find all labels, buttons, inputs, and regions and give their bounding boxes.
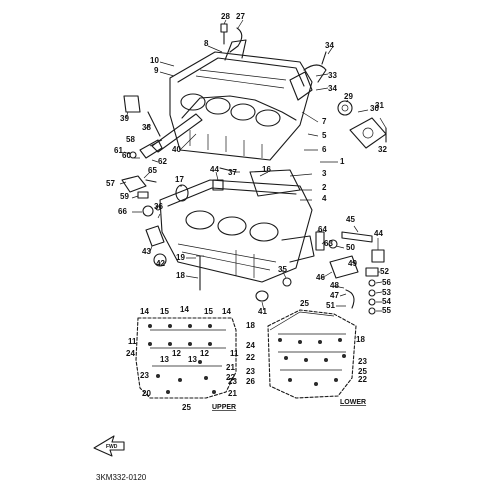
callout-number: 30 (370, 104, 379, 113)
front-direction-arrow: FWD (93, 435, 125, 457)
callout-number: 18 (246, 321, 255, 330)
callout-number: 4 (322, 194, 327, 203)
callout-number: 36 (154, 202, 163, 211)
callout-number: 23 (246, 367, 255, 376)
callout-number: 37 (228, 168, 237, 177)
callout-number: 47 (330, 291, 339, 300)
callout-number: 24 (246, 341, 255, 350)
upper-bolt-pattern (135, 317, 237, 399)
callout-number: 13 (160, 355, 169, 364)
callout-number: 18 (356, 335, 365, 344)
callout-number: 18 (176, 271, 185, 280)
callout-number: 13 (188, 355, 197, 364)
callout-number: 14 (140, 307, 149, 316)
callout-number: 62 (158, 157, 167, 166)
callout-number: 49 (348, 259, 357, 268)
callout-number: 1 (340, 157, 345, 166)
front-arrow-label: FWD (106, 444, 118, 450)
callout-number: 56 (382, 278, 391, 287)
callout-number: 22 (246, 353, 255, 362)
callout-number: 64 (318, 225, 327, 234)
callout-number: 39 (120, 114, 129, 123)
callout-number: 44 (210, 165, 219, 174)
callout-number: 50 (346, 243, 355, 252)
callout-number: 27 (236, 12, 245, 21)
callout-number: 23 (358, 357, 367, 366)
callout-number: 10 (150, 56, 159, 65)
callout-number: 14 (222, 307, 231, 316)
callout-number: 22 (226, 373, 235, 382)
callout-number: 11 (230, 349, 239, 358)
callout-number: 2 (322, 183, 327, 192)
lower-view-caption: LOWER (340, 399, 366, 406)
callout-number: 40 (172, 145, 181, 154)
callout-number: 35 (278, 265, 287, 274)
callout-number: 42 (156, 259, 165, 268)
callout-number: 38 (142, 123, 151, 132)
callout-number: 17 (175, 175, 184, 184)
callout-number: 21 (228, 389, 237, 398)
callout-number: 15 (160, 307, 169, 316)
callout-number: 51 (326, 301, 335, 310)
callout-number: 34 (325, 41, 334, 50)
lower-crankcase (159, 169, 315, 283)
callout-number: 60 (122, 151, 131, 160)
callout-number: 21 (226, 363, 235, 372)
callout-number: 26 (246, 377, 255, 386)
callout-number: 48 (330, 281, 339, 290)
callout-number: 52 (380, 267, 389, 276)
callout-number: 55 (382, 306, 391, 315)
callout-number: 5 (322, 131, 327, 140)
callout-number: 66 (118, 207, 127, 216)
callout-number: 45 (346, 215, 355, 224)
callout-number: 43 (142, 247, 151, 256)
callout-number: 8 (204, 39, 209, 48)
callout-number: 19 (176, 253, 185, 262)
diagram-code: 3KM332-0120 (96, 473, 147, 482)
callout-number: 6 (322, 145, 327, 154)
callout-number: 11 (128, 337, 137, 346)
callout-number: 25 (358, 367, 367, 376)
callout-number: 14 (180, 305, 189, 314)
callout-number: 25 (182, 403, 191, 412)
callout-number: 15 (204, 307, 213, 316)
callout-number: 63 (324, 239, 333, 248)
callout-number: 7 (322, 117, 327, 126)
callout-number: 24 (126, 349, 135, 358)
exploded-parts (121, 23, 387, 315)
callout-number: 12 (200, 349, 209, 358)
callout-number: 28 (221, 12, 230, 21)
upper-view-caption: UPPER (212, 404, 236, 411)
callout-number: 58 (126, 135, 135, 144)
callout-number: 32 (378, 145, 387, 154)
callout-number: 12 (172, 349, 181, 358)
callout-number: 59 (120, 192, 129, 201)
callout-number: 46 (316, 273, 325, 282)
callout-number: 34 (328, 84, 337, 93)
lower-bolt-pattern (267, 309, 357, 399)
callout-number: 65 (148, 166, 157, 175)
callout-number: 23 (228, 377, 237, 386)
callout-number: 41 (258, 307, 267, 316)
callout-number: 23 (140, 371, 149, 380)
callout-number: 22 (358, 375, 367, 384)
callout-number: 44 (374, 229, 383, 238)
leader-lines (119, 19, 387, 312)
callout-number: 53 (382, 288, 391, 297)
callout-number: 33 (328, 71, 337, 80)
callout-number: 57 (106, 179, 115, 188)
callout-number: 29 (344, 92, 353, 101)
callout-number: 3 (322, 169, 327, 178)
callout-number: 16 (262, 165, 271, 174)
callout-number: 20 (142, 389, 151, 398)
callout-number: 31 (375, 101, 384, 110)
callout-number: 54 (382, 297, 391, 306)
callout-number: 61 (114, 146, 123, 155)
upper-crankcase (169, 39, 313, 161)
callout-number: 9 (154, 66, 159, 75)
callout-number: 25 (300, 299, 309, 308)
